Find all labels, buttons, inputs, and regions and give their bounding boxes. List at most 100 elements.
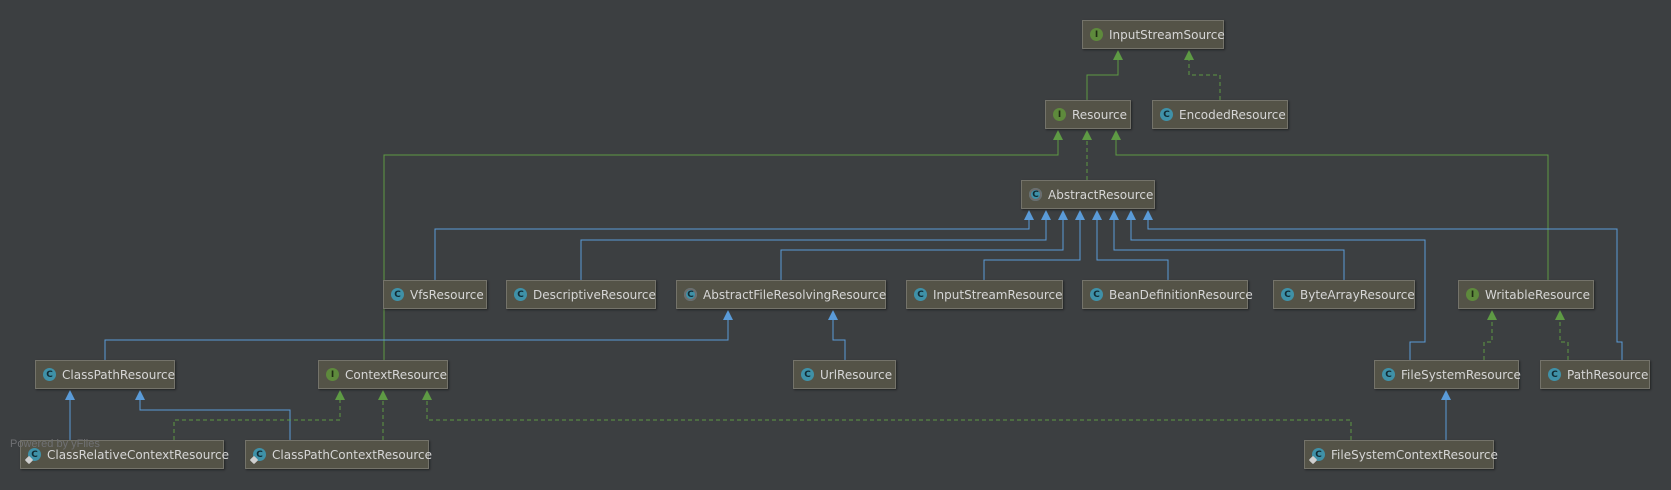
node-label: FileSystemResource (1401, 367, 1521, 382)
node-label: UrlResource (820, 367, 893, 382)
edge-InputStreamResource-to-AbstractResource (983, 219, 1081, 280)
class-icon: C (1548, 368, 1561, 381)
edge-DescriptiveResource-to-AbstractResource (580, 219, 1047, 280)
edge-BeanDefinitionResource-to-AbstractResource (1096, 219, 1169, 280)
node-label: AbstractResource (1048, 187, 1154, 202)
edge-UrlResource-to-AbstractFileResolvingResource (832, 319, 846, 360)
node-ClassRelativeContextResource[interactable]: C ClassRelativeContextResource (20, 440, 229, 469)
node-AbstractFileResolvingResource[interactable]: C AbstractFileResolvingResource (676, 280, 886, 309)
arrowhead-ClassPathContextResource-to-ClassPathResource (135, 390, 145, 400)
node-label: FileSystemContextResource (1331, 447, 1498, 462)
arrowhead-PathResource-to-AbstractResource (1143, 210, 1153, 220)
edge-ClassPathContextResource-to-ClassPathResource (139, 399, 291, 440)
interface-icon: I (1090, 28, 1103, 41)
class-icon: C (914, 288, 927, 301)
node-ContextResource[interactable]: I ContextResource (318, 360, 448, 389)
arrowhead-VfsResource-to-AbstractResource (1024, 210, 1034, 220)
arrowhead-PathResource-to-WritableResource (1555, 310, 1565, 320)
arrowhead-DescriptiveResource-to-AbstractResource (1041, 210, 1051, 220)
node-label: InputStreamSource (1109, 27, 1225, 42)
node-ClassPathContextResource[interactable]: C ClassPathContextResource (245, 440, 432, 469)
node-FileSystemContextResource[interactable]: C FileSystemContextResource (1304, 440, 1498, 469)
inner-class-icon: C (253, 448, 266, 461)
arrowhead-AbstractResource-to-Resource (1082, 130, 1092, 140)
node-FileSystemResource[interactable]: C FileSystemResource (1374, 360, 1521, 389)
edge-ClassRelativeContextResource-to-ContextResource (173, 399, 341, 440)
node-label: PathResource (1567, 367, 1649, 382)
interface-icon: I (1466, 288, 1479, 301)
class-icon: C (1160, 108, 1173, 121)
arrowhead-UrlResource-to-AbstractFileResolvingResource (828, 310, 838, 320)
edge-PathResource-to-WritableResource (1559, 319, 1569, 360)
arrowhead-EncodedResource-to-InputStreamSource (1184, 50, 1194, 60)
arrowhead-InputStreamResource-to-AbstractResource (1075, 210, 1085, 220)
edge-FileSystemContextResource-to-ContextResource (426, 399, 1352, 440)
edge-AbstractFileResolvingResource-to-AbstractResource (780, 219, 1064, 280)
abstract-class-icon: C (1029, 188, 1042, 201)
node-BeanDefinitionResource[interactable]: C BeanDefinitionResource (1082, 280, 1253, 309)
node-EncodedResource[interactable]: C EncodedResource (1152, 100, 1288, 129)
node-WritableResource[interactable]: I WritableResource (1458, 280, 1594, 309)
node-label: BeanDefinitionResource (1109, 287, 1253, 302)
class-icon: C (1090, 288, 1103, 301)
arrowhead-FileSystemResource-to-WritableResource (1487, 310, 1497, 320)
arrowhead-ByteArrayResource-to-AbstractResource (1109, 210, 1119, 220)
arrowhead-ContextResource-to-Resource (1053, 130, 1063, 140)
node-ByteArrayResource[interactable]: C ByteArrayResource (1273, 280, 1415, 309)
arrowhead-ClassPathResource-to-AbstractFileResolvingResource (723, 310, 733, 320)
node-DescriptiveResource[interactable]: C DescriptiveResource (506, 280, 656, 309)
arrowhead-ClassPathContextResource-to-ContextResource (378, 390, 388, 400)
node-InputStreamSource[interactable]: I InputStreamSource (1082, 20, 1225, 49)
edge-Resource-to-InputStreamSource (1086, 59, 1119, 100)
node-label: ClassRelativeContextResource (47, 447, 230, 462)
inner-class-icon: C (1312, 448, 1325, 461)
node-label: EncodedResource (1179, 107, 1286, 122)
class-icon: C (391, 288, 404, 301)
node-label: ByteArrayResource (1300, 287, 1415, 302)
class-icon: C (43, 368, 56, 381)
edge-FileSystemResource-to-WritableResource (1483, 319, 1493, 360)
arrowhead-ClassRelativeContextResource-to-ContextResource (335, 390, 345, 400)
node-ClassPathResource[interactable]: C ClassPathResource (35, 360, 175, 389)
class-icon: C (1281, 288, 1294, 301)
class-icon: C (514, 288, 527, 301)
edge-ClassPathResource-to-AbstractFileResolvingResource (104, 319, 729, 360)
node-label: ContextResource (345, 367, 448, 382)
powered-by-footer: Powered by yFiles (10, 438, 100, 450)
node-label: DescriptiveResource (533, 287, 656, 302)
arrowhead-FileSystemContextResource-to-ContextResource (422, 390, 432, 400)
node-label: AbstractFileResolvingResource (703, 287, 887, 302)
edge-WritableResource-to-Resource (1115, 139, 1549, 280)
arrowhead-FileSystemResource-to-AbstractResource (1126, 210, 1136, 220)
arrowhead-AbstractFileResolvingResource-to-AbstractResource (1058, 210, 1068, 220)
node-UrlResource[interactable]: C UrlResource (793, 360, 896, 389)
edge-ContextResource-to-Resource (383, 139, 1059, 360)
edge-FileSystemResource-to-AbstractResource (1130, 219, 1426, 360)
arrowhead-BeanDefinitionResource-to-AbstractResource (1092, 210, 1102, 220)
node-label: ClassPathResource (62, 367, 175, 382)
node-Resource[interactable]: I Resource (1045, 100, 1131, 129)
node-label: VfsResource (410, 287, 484, 302)
node-AbstractResource[interactable]: C AbstractResource (1021, 180, 1155, 209)
arrowhead-WritableResource-to-Resource (1111, 130, 1121, 140)
arrowhead-Resource-to-InputStreamSource (1113, 50, 1123, 60)
edge-EncodedResource-to-InputStreamSource (1188, 59, 1221, 100)
node-label: InputStreamResource (933, 287, 1063, 302)
interface-icon: I (1053, 108, 1066, 121)
arrowhead-ClassRelativeContextResource-to-ClassPathResource (65, 390, 75, 400)
interface-icon: I (326, 368, 339, 381)
node-VfsResource[interactable]: C VfsResource (383, 280, 487, 309)
edge-PathResource-to-AbstractResource (1147, 219, 1623, 360)
class-icon: C (801, 368, 814, 381)
arrowhead-FileSystemContextResource-to-FileSystemResource (1441, 390, 1451, 400)
node-label: ClassPathContextResource (272, 447, 432, 462)
node-label: Resource (1072, 107, 1128, 122)
node-PathResource[interactable]: C PathResource (1540, 360, 1650, 389)
edge-ByteArrayResource-to-AbstractResource (1113, 219, 1345, 280)
node-label: WritableResource (1485, 287, 1591, 302)
edge-VfsResource-to-AbstractResource (434, 219, 1030, 280)
node-InputStreamResource[interactable]: C InputStreamResource (906, 280, 1063, 309)
abstract-class-icon: C (684, 288, 697, 301)
